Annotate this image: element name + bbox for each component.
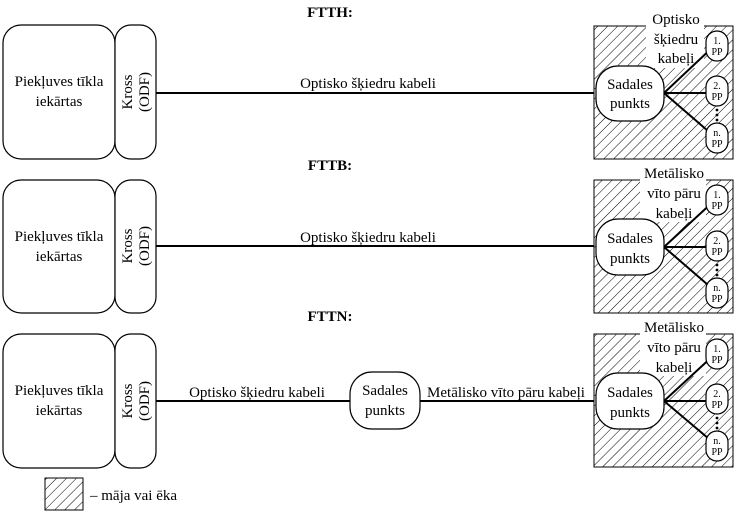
- access-equipment-label-1: Piekļuves tīkla: [15, 229, 104, 245]
- pp-1-number: 1.: [713, 36, 721, 47]
- ellipsis-dots: [715, 108, 719, 122]
- house-cable-label-2: vīto pāru: [647, 186, 701, 202]
- fiber-cable-label: Optisko šķiedru kabeli: [189, 385, 325, 401]
- cross-label: Kross: [120, 74, 136, 109]
- section-ftth: FTTH: Piekļuves tīkla iekārtas Kross (OD…: [2, 5, 734, 160]
- access-equipment-box: [2, 333, 116, 469]
- section-fttn: FTTN: Piekļuves tīkla iekārtas Kross (OD…: [2, 309, 734, 469]
- legend: – māja vai ēka: [44, 477, 177, 511]
- mid-distribution-point-box: [349, 371, 421, 430]
- mid-distribution-point-label-2: punkts: [365, 403, 405, 419]
- house-cable-label-1: Metālisko: [644, 166, 704, 182]
- section-title: FTTN:: [308, 309, 353, 325]
- pp-2-number: 2.: [713, 236, 721, 247]
- house-cable-label-1: Metālisko: [644, 320, 704, 336]
- pp-2-node: [705, 383, 729, 415]
- pp-n-node: [705, 277, 729, 309]
- pp-1-label: PP: [711, 355, 723, 366]
- pp-n-node: [705, 122, 729, 154]
- pp-1-number: 1.: [713, 344, 721, 355]
- distribution-point-label-1: Sadales: [607, 385, 653, 401]
- pp-n-number: n.: [713, 436, 721, 447]
- pp-n-label: PP: [711, 294, 723, 305]
- branch-line-n: [663, 400, 716, 445]
- copper-cable-label: Metālisko vīto pāru kabeļi: [427, 385, 585, 401]
- pp-n-label: PP: [711, 447, 723, 458]
- ellipsis-dots: [715, 263, 719, 277]
- distribution-point-label-1: Sadales: [607, 77, 653, 93]
- fiber-cable-label: Optisko šķiedru kabeli: [300, 230, 436, 246]
- pp-1-label: PP: [711, 47, 723, 58]
- cross-label: Kross: [120, 383, 136, 418]
- pp-2-label: PP: [711, 247, 723, 258]
- section-title: FTTB:: [308, 158, 352, 174]
- pp-2-number: 2.: [713, 81, 721, 92]
- pp-1-label: PP: [711, 201, 723, 212]
- pp-2-number: 2.: [713, 389, 721, 400]
- access-equipment-label-2: iekārtas: [36, 403, 83, 419]
- section-title: FTTH:: [307, 5, 353, 21]
- access-equipment-label-2: iekārtas: [36, 249, 83, 265]
- pp-1-node: [705, 184, 729, 216]
- pp-1-node: [705, 338, 729, 370]
- distribution-point-label-2: punkts: [610, 96, 650, 112]
- house-cable-label-bg: [640, 164, 706, 222]
- house-cable-label-bg: [646, 10, 704, 68]
- access-equipment-label-1: Piekļuves tīkla: [15, 383, 104, 399]
- legend-hatch-swatch: [44, 477, 84, 511]
- branch-line-n: [663, 246, 716, 292]
- house-cable-label-2: vīto pāru: [647, 340, 701, 356]
- access-equipment-box: [2, 24, 116, 160]
- pp-2-label: PP: [711, 92, 723, 103]
- mid-distribution-point-label-1: Sadales: [362, 383, 408, 399]
- distribution-point-label-2: punkts: [610, 251, 650, 267]
- pp-n-number: n.: [713, 128, 721, 139]
- access-equipment-label-1: Piekļuves tīkla: [15, 74, 104, 90]
- pp-2-node: [705, 230, 729, 262]
- access-equipment-box: [2, 179, 116, 314]
- house-cable-label-3: kabeļi: [658, 51, 695, 67]
- distribution-point-box: [595, 372, 665, 430]
- house-cable-label-3: kabeļi: [656, 206, 693, 222]
- pp-n-label: PP: [711, 139, 723, 150]
- section-fttb: FTTB: Piekļuves tīkla iekārtas Kross (OD…: [2, 158, 734, 314]
- pp-1-number: 1.: [713, 190, 721, 201]
- pp-n-number: n.: [713, 283, 721, 294]
- odf-label: (ODF): [137, 72, 153, 112]
- pp-n-node: [705, 430, 729, 462]
- house-cable-label-1: Optisko: [652, 12, 700, 28]
- cross-label: Kross: [120, 228, 136, 263]
- pp-2-label: PP: [711, 400, 723, 411]
- distribution-point-label-2: punkts: [610, 405, 650, 421]
- pp-1-node: [705, 30, 729, 62]
- odf-label: (ODF): [137, 381, 153, 421]
- house-cable-label-3: kabeļi: [656, 360, 693, 376]
- distribution-point-box: [595, 218, 665, 276]
- ellipsis-dots: [715, 416, 719, 430]
- odf-label: (ODF): [137, 226, 153, 266]
- distribution-point-box: [595, 65, 665, 122]
- house-cable-label-bg: [640, 318, 706, 376]
- access-equipment-label-2: iekārtas: [36, 94, 83, 110]
- legend-label: – māja vai ēka: [89, 488, 177, 504]
- house-cable-label-2: šķiedru: [654, 32, 699, 48]
- distribution-point-label-1: Sadales: [607, 231, 653, 247]
- pp-2-node: [705, 75, 729, 107]
- fiber-cable-label: Optisko šķiedru kabeli: [300, 76, 436, 92]
